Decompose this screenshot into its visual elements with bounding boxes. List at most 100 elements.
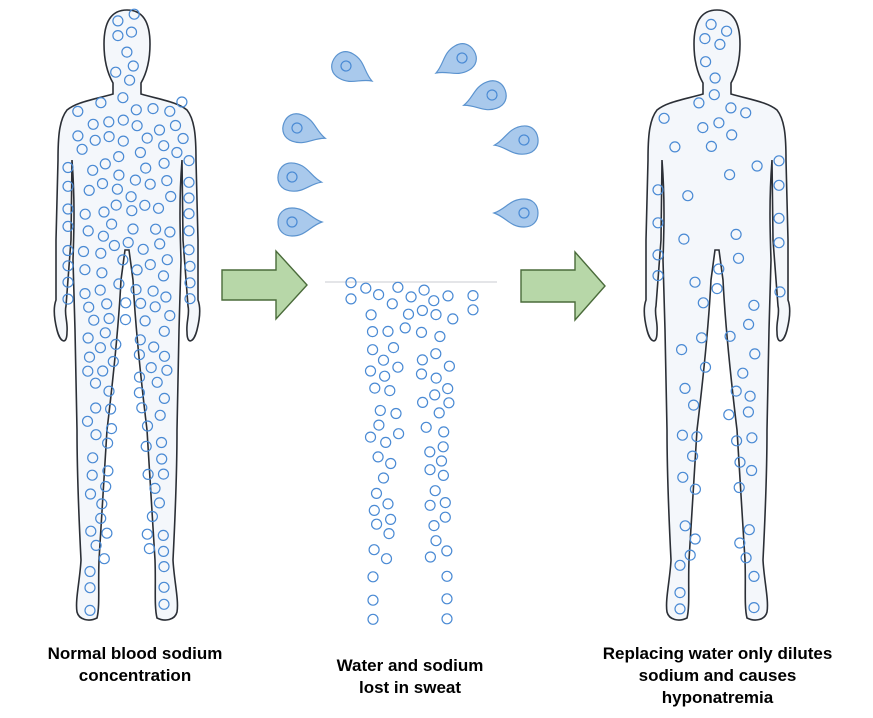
sodium-particle (96, 498, 108, 510)
sodium-particle (96, 178, 109, 190)
sodium-particle (95, 97, 107, 109)
sodium-particle (749, 348, 761, 360)
sodium-particle (434, 330, 446, 343)
sodium-particle (385, 457, 397, 470)
sodium-particle (62, 276, 74, 288)
sodium-particle (744, 390, 756, 402)
sodium-particle (82, 225, 94, 237)
sodium-particle (62, 161, 74, 174)
sodium-particle (157, 468, 170, 480)
sodium-particle (740, 107, 752, 119)
sodium-particle (708, 89, 720, 101)
sodium-particle (103, 312, 115, 325)
sodium-particle (689, 533, 701, 545)
sodium-particle (773, 155, 785, 167)
sodium-particle (164, 310, 176, 322)
sodium-particle (437, 469, 449, 481)
sodium-particle (377, 472, 390, 484)
sodium-particle (161, 364, 173, 376)
sodium-particle (103, 131, 115, 143)
sodium-particle (87, 452, 99, 464)
sodium-particle (141, 132, 153, 144)
sodium-particle (99, 158, 111, 170)
sodium-particle (145, 362, 157, 374)
sodium-particle (134, 334, 146, 346)
caption-line: concentration (78, 666, 192, 685)
sodium-particle (148, 341, 160, 353)
sodium-particle (144, 259, 156, 271)
sodium-particle (84, 565, 96, 578)
sodium-particle (652, 249, 664, 261)
sodium-particle (111, 183, 124, 195)
sodium-particle (154, 409, 166, 421)
sodium-particle (101, 298, 113, 310)
sodium-particle (131, 120, 143, 132)
sodium-particle (380, 553, 393, 565)
sodium-particle (98, 553, 110, 565)
sodium-particle (368, 544, 380, 556)
sodium-particle (87, 164, 99, 176)
sodium-particle (133, 349, 145, 361)
sodium-particle (774, 286, 786, 298)
sodium-particle (734, 456, 746, 468)
sodium-particle (709, 72, 721, 84)
sodium-particle (652, 270, 664, 282)
sodium-particle (140, 440, 152, 452)
sodium-particle (439, 497, 451, 509)
sodium-particle (164, 105, 176, 117)
sodium-particle (726, 129, 738, 141)
sodium-particle (122, 236, 134, 249)
sodium-particle (158, 392, 170, 404)
sweat-drop-icon (282, 113, 327, 144)
sodium-particle (365, 309, 377, 321)
sodium-particle (679, 520, 691, 532)
sodium-particle (383, 527, 395, 540)
sodium-particle (121, 46, 133, 58)
sodium-particle (96, 267, 108, 279)
sodium-particle (393, 428, 405, 440)
sodium-particle (424, 446, 436, 458)
sodium-particle (151, 376, 163, 388)
sodium-particle (734, 537, 746, 549)
caption-line: Normal blood sodium (47, 644, 223, 663)
sodium-particle (695, 332, 708, 344)
sodium-particle (385, 513, 397, 526)
sodium-particle (90, 402, 102, 414)
sodium-particle (117, 92, 129, 104)
sodium-particle (418, 284, 430, 296)
sodium-particle (746, 432, 758, 444)
figure-normal (53, 8, 201, 621)
sodium-particle (76, 143, 88, 155)
sodium-particle (158, 140, 170, 152)
sodium-particle (147, 285, 159, 297)
sodium-particle (125, 26, 138, 38)
sodium-particle (158, 598, 170, 610)
sodium-particle (674, 559, 686, 571)
caption-line: Replacing water only dilutes (602, 644, 833, 663)
sodium-particles-normal (62, 8, 196, 617)
sodium-particle (79, 208, 91, 220)
sodium-particle (161, 254, 173, 266)
sodium-particle (95, 512, 107, 525)
sodium-particle (417, 396, 429, 408)
sodium-particle (157, 545, 170, 558)
sodium-particle (730, 385, 742, 397)
sodium-particle (443, 360, 455, 372)
sodium-particle (402, 308, 415, 320)
sodium-particle (143, 542, 155, 555)
caption-line: sodium and causes (638, 666, 797, 685)
sodium-particle (693, 97, 705, 109)
sodium-particle (83, 301, 95, 313)
sodium-particle (374, 404, 386, 417)
sodium-particle (112, 15, 124, 27)
sodium-particle (732, 252, 745, 264)
sodium-particle (399, 322, 411, 334)
sodium-particle (682, 190, 694, 202)
caption-normal-concentration: Normal blood sodium concentration (20, 643, 250, 687)
sodium-particle (95, 247, 107, 259)
sodium-particle (150, 223, 162, 235)
sodium-particle (386, 298, 398, 310)
sodium-particle (691, 431, 703, 443)
sodium-particle (687, 399, 700, 411)
